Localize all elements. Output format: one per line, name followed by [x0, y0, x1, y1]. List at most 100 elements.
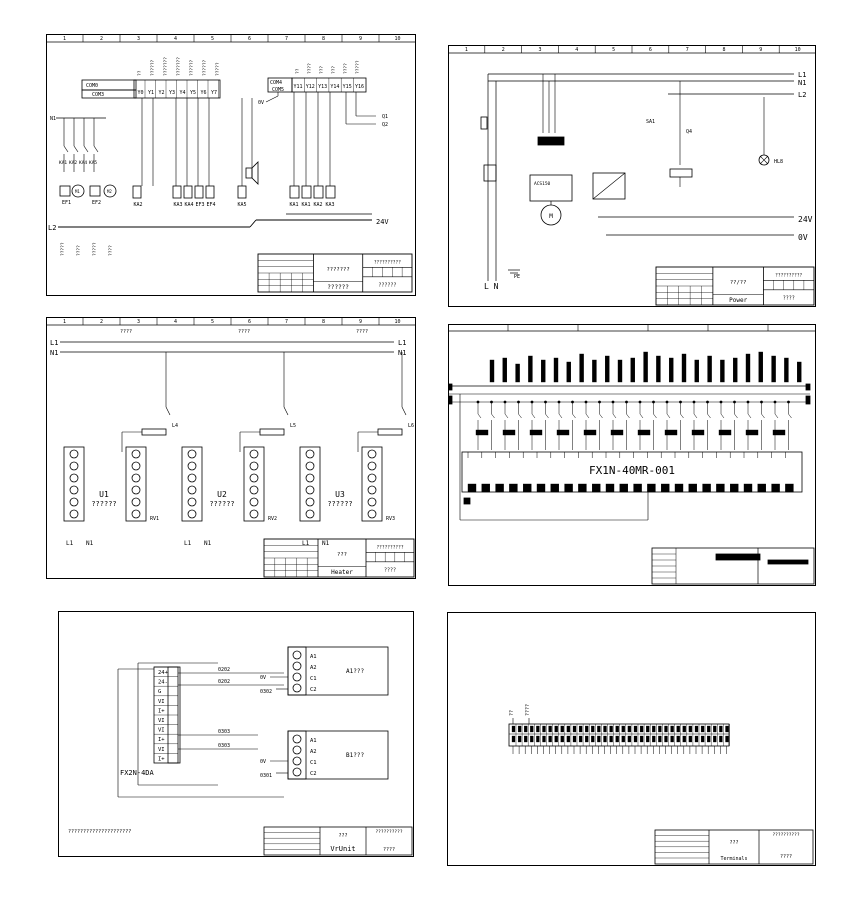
column-number: 4: [575, 47, 578, 53]
output-desc: ??: [295, 68, 301, 74]
terminal-cell: [670, 735, 674, 743]
input-label-bar: [604, 355, 610, 383]
terminal-cell: [664, 735, 668, 743]
v24-label: 24V: [376, 218, 389, 226]
screw-terminal: [367, 461, 377, 471]
module-terminal: VI: [158, 747, 165, 753]
drive-box: [529, 174, 573, 202]
n1-label: N1: [50, 349, 58, 357]
terminal-cell: [511, 735, 516, 743]
input-device: [718, 429, 732, 436]
terminal-cell: [542, 725, 546, 733]
input-label-bar: [681, 353, 687, 383]
screw-terminal: [249, 473, 259, 483]
input-device: [610, 429, 624, 436]
input-device: [475, 429, 489, 436]
device-block: [287, 730, 389, 780]
coil-label: EF3: [195, 202, 204, 208]
column-number: 8: [322, 319, 325, 325]
output-label: Y7: [211, 90, 217, 96]
terminal-cell: [572, 725, 577, 733]
plc-terminal: [509, 483, 518, 493]
plc-terminal: [605, 483, 615, 493]
motor-label: M1: [75, 189, 80, 194]
coil-label: KA2: [313, 202, 322, 208]
device-terminals: [287, 730, 307, 780]
terminal-cell: [646, 735, 650, 743]
screw-terminal: [187, 449, 197, 459]
breaker-box: [483, 164, 497, 182]
output-label: Y13: [318, 84, 327, 90]
block-label: ??????????: [376, 545, 403, 551]
input-device: [637, 429, 651, 436]
screw-terminal: [292, 650, 302, 660]
plc-model: FX1N-40MR-001: [589, 464, 675, 477]
output-label: Y0: [137, 90, 143, 96]
terminal-cell: [676, 725, 680, 733]
column-number: 3: [137, 36, 140, 42]
block-label: ??????????: [775, 273, 802, 279]
output-label: Y12: [306, 84, 315, 90]
drawing-number: ??????: [378, 282, 396, 288]
sheet-border: [58, 611, 414, 857]
input-label-bar: [579, 353, 584, 383]
terminal-cell: [530, 735, 534, 743]
input-device: [556, 429, 570, 436]
terminal-cell: [639, 735, 644, 743]
terminal-cell: [542, 735, 546, 743]
coil-label: KA1: [289, 202, 298, 208]
output-label: Y11: [293, 84, 302, 90]
fuse: [463, 497, 471, 505]
q2-label: Q2: [382, 122, 388, 128]
rv-label: RV1: [150, 516, 159, 522]
terminal-cell: [707, 735, 711, 743]
output-desc: ????: [343, 63, 349, 74]
l2-label: L2: [48, 224, 56, 232]
load-desc: ?????: [92, 242, 98, 256]
terminal-cell: [609, 725, 613, 733]
device-terminal: C1: [310, 676, 317, 682]
block-label: ??????????: [772, 832, 799, 838]
terminal-cell: [652, 735, 656, 743]
terminal-cell: [591, 725, 595, 733]
screw-terminal: [131, 497, 141, 507]
rv-label: RV2: [268, 516, 277, 522]
plc-terminal: [495, 483, 504, 493]
screw-terminal: [187, 485, 197, 495]
drawing-footer: Terminals: [720, 856, 747, 862]
plc-terminal: [564, 483, 573, 493]
plc-terminal: [702, 483, 711, 493]
output-label: Y14: [330, 84, 339, 90]
n1-term-label: N1: [322, 540, 330, 547]
column-number: 7: [285, 319, 288, 325]
drawing-title: ???: [337, 552, 347, 558]
terminal-cell: [530, 725, 534, 733]
column-number: 3: [538, 47, 541, 53]
terminal-cell: [511, 725, 516, 733]
drawing-title: ???: [338, 833, 347, 839]
device-terminal: C1: [310, 760, 317, 766]
terminal-strip-right: [243, 446, 265, 522]
terminal-cell: [646, 725, 650, 733]
screw-terminal: [305, 497, 315, 507]
device-terminal: A2: [310, 749, 317, 755]
plc-terminal: [536, 483, 546, 493]
screw-terminal: [305, 473, 315, 483]
motor-symbol: [71, 184, 85, 198]
terminal-cell: [524, 725, 528, 733]
input-label-bar: [758, 351, 763, 383]
sheet-plc-inputs: FX1N-40MR-001: [448, 324, 816, 586]
v0-label: 0V: [798, 233, 808, 242]
rv-label: RV3: [386, 516, 395, 522]
block-label: ??????????: [374, 260, 401, 266]
input-device: [502, 429, 516, 436]
title-bar: [715, 553, 761, 561]
input-label-bar: [707, 355, 712, 383]
input-label-bar: [656, 355, 661, 383]
device-block: [287, 646, 389, 696]
screw-terminal: [249, 461, 259, 471]
